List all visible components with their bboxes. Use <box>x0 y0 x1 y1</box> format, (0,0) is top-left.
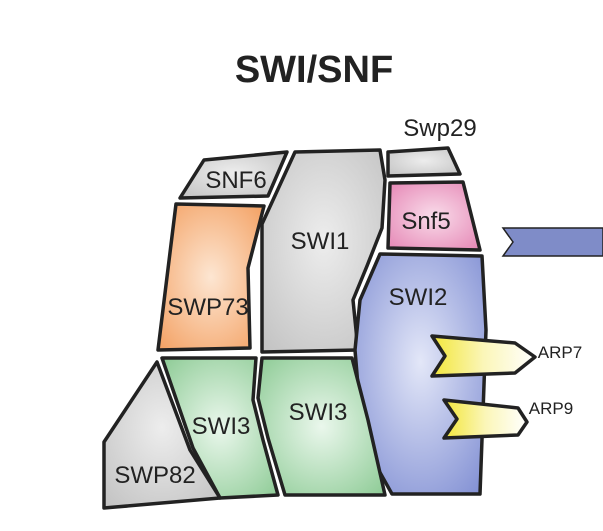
subunit-swi1: SWI1 <box>260 148 387 354</box>
snf6-label: SNF6 <box>205 167 266 194</box>
arp9-label: ARP9 <box>529 399 573 418</box>
subunit-swi3-left: SWI3 <box>160 356 280 500</box>
arp7-label: ARP7 <box>538 343 582 362</box>
subunit-arp9: ARP9 <box>442 398 573 440</box>
diagram-title: SWI/SNF <box>235 49 393 91</box>
swp82-label: SWP82 <box>114 462 195 489</box>
swp29-label: Swp29 <box>403 115 476 142</box>
swi3-right-label: SWI3 <box>289 399 348 426</box>
swp73-label: SWP73 <box>167 294 248 321</box>
swi2-label: SWI2 <box>389 284 448 311</box>
subunit-swp82: SWP82 <box>102 360 222 510</box>
subunit-swi3-right: SWI3 <box>256 356 387 497</box>
subunit-snf6: SNF6 <box>178 150 289 200</box>
connector-arrow <box>501 227 603 257</box>
snf5-label: Snf5 <box>401 208 450 235</box>
subunit-snf5: Snf5 <box>386 180 482 252</box>
subunit-swp73: SWP73 <box>156 202 266 352</box>
swi1-label: SWI1 <box>291 228 350 255</box>
subunit-arp7: ARP7 <box>430 334 582 378</box>
subunit-swp29: Swp29 <box>386 115 477 178</box>
swi3-left-label: SWI3 <box>192 413 251 440</box>
